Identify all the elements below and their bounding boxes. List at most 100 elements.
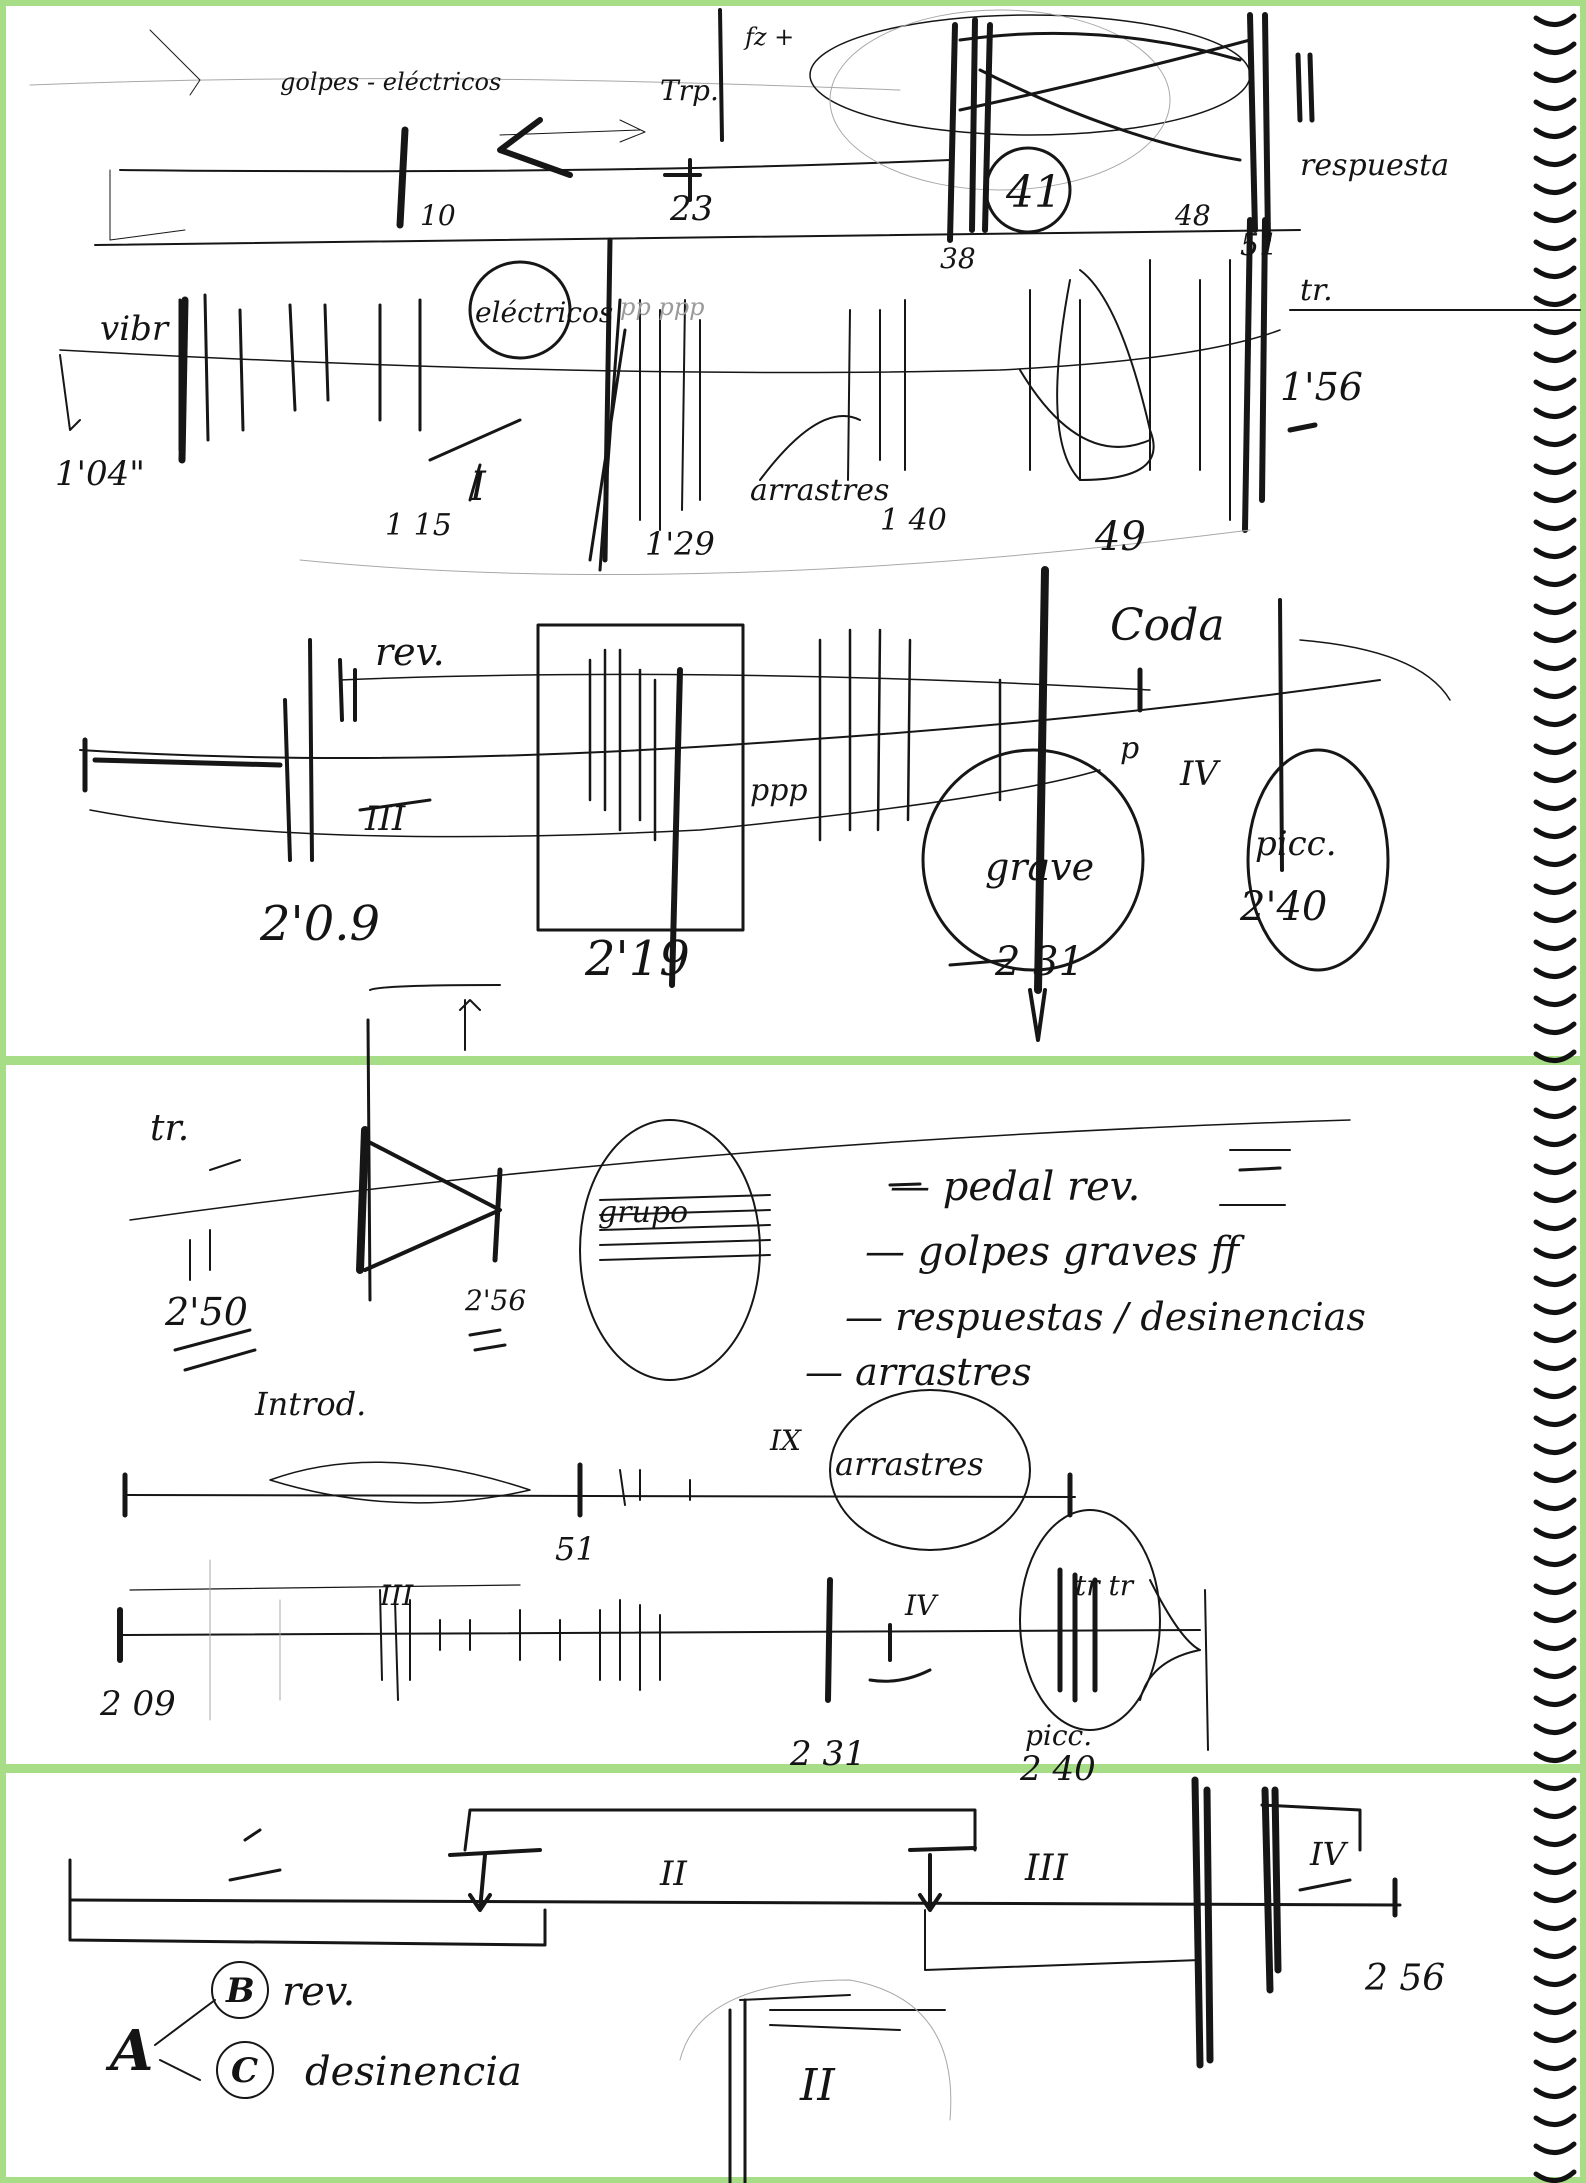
text-tr: tr.: [1300, 273, 1333, 308]
hairpin-mark: [497, 117, 573, 178]
text-respuesta: respuesta: [1300, 148, 1449, 183]
attack-mark: [588, 648, 657, 842]
text-desinencia: desinencia: [305, 2049, 522, 2095]
binding-hook: [1533, 97, 1577, 111]
timeline-stroke: [59, 329, 1281, 374]
tie-mark: [173, 1328, 257, 1372]
text-t156: 1'56: [1280, 365, 1363, 409]
barline-mark: [1295, 52, 1315, 123]
binding-hook: [1533, 461, 1577, 475]
text-grupo: grupo: [598, 1195, 688, 1230]
barline-mark: [356, 1126, 369, 1274]
binding-hook: [1533, 573, 1577, 587]
frame-bracket: [68, 1858, 547, 1947]
section-mark: [228, 1828, 282, 1882]
spiral-binding: [1533, 13, 1577, 2183]
text-electricos: eléctricos: [475, 296, 613, 329]
binding-hook: [1533, 1441, 1577, 1455]
binding-hook: [1533, 853, 1577, 867]
text-arrastres: arrastres: [835, 1445, 984, 1483]
text-t256: 2 56: [1364, 1958, 1445, 1999]
panel-frame-3: [0, 1767, 1586, 2183]
binding-hook: [1533, 1329, 1577, 1343]
binding-hook: [1533, 1497, 1577, 1511]
text-arrastres: arrastres: [750, 473, 889, 508]
timeline-stroke: [79, 679, 1381, 759]
binding-hook: [1533, 1357, 1577, 1371]
timeline-stroke: [119, 159, 951, 173]
text-tr-pair: tr tr: [1075, 1569, 1135, 1602]
text-t209: 2'0.9: [259, 896, 380, 952]
text-letter-c: C: [231, 2051, 258, 2091]
binding-hook: [1533, 1385, 1577, 1399]
tie-mark: [948, 958, 1012, 967]
timeline-stroke: [299, 529, 1251, 576]
timeline-stroke: [129, 1119, 1351, 1221]
timeline-stroke: [129, 1584, 521, 1591]
binding-hook: [1533, 1133, 1577, 1147]
arrow-mark: [1028, 988, 1047, 1042]
circled-tremolo: [1019, 1509, 1161, 1731]
text-n10: 10: [420, 199, 456, 232]
text-section-III: III: [1024, 1848, 1068, 1889]
frame-bracket: [463, 1808, 977, 1852]
text-grave: grave: [985, 845, 1094, 889]
text-t240: 2 40: [1019, 1749, 1096, 1789]
barline-mark: [82, 737, 283, 793]
binding-hook: [1533, 825, 1577, 839]
circled-electricos: [468, 260, 572, 360]
arrow-mark: [59, 354, 81, 431]
binding-hook: [1533, 769, 1577, 783]
binding-hook: [1533, 601, 1577, 615]
frame-bracket: [924, 1909, 1201, 1971]
text-t250: 2'50: [164, 1290, 248, 1334]
box-region: [536, 623, 745, 932]
section-mark: [428, 418, 522, 502]
barline-mark: [947, 12, 1271, 243]
text-trp-top: Trp.: [660, 74, 719, 107]
attack-mark: [209, 1559, 281, 1721]
circled-arrastres: [829, 1389, 1031, 1551]
text-section-IX: IX: [769, 1424, 802, 1457]
timeline-stroke: [109, 169, 186, 241]
squiggle-mark: [588, 298, 627, 572]
attack-mark: [619, 1469, 691, 1506]
text-p: p: [1120, 731, 1139, 766]
binding-hook: [1533, 1833, 1577, 1847]
binding-hook: [1533, 1217, 1577, 1231]
circled-letter-b: [211, 1961, 269, 2019]
text-section-II: II: [659, 1854, 687, 1894]
binding-hook: [1533, 1581, 1577, 1595]
binding-hook: [1533, 1469, 1577, 1483]
binding-hook: [1533, 881, 1577, 895]
text-list-1: — pedal rev.: [890, 1164, 1140, 1210]
binding-hook: [1533, 517, 1577, 531]
timeline-stroke: [29, 78, 901, 91]
text-letter-b: B: [225, 1971, 255, 2011]
barline-mark: [1057, 1567, 1098, 1703]
staff-lines: [739, 1994, 946, 2031]
text-list-4: — arrastres: [805, 1350, 1032, 1394]
binding-hook: [1533, 2113, 1577, 2127]
text-t231: 2 31: [994, 939, 1084, 985]
text-n38: 38: [940, 242, 976, 275]
circled-grave: [921, 748, 1145, 972]
text-vibr: vibr: [100, 309, 170, 349]
barline-mark: [718, 8, 724, 142]
barline-mark: [1261, 1786, 1282, 1994]
barline-mark: [178, 296, 189, 464]
panel-3-sketch: [68, 1776, 1402, 2183]
binding-hook: [1533, 13, 1577, 27]
cluster-outline: [269, 1461, 531, 1504]
binding-hook: [1533, 293, 1577, 307]
barline-mark: [669, 667, 683, 988]
binding-hook: [1533, 797, 1577, 811]
binding-hook: [1533, 2029, 1577, 2043]
binding-hook: [1533, 1525, 1577, 1539]
binding-hook: [1533, 685, 1577, 699]
binding-hook: [1533, 1917, 1577, 1931]
hairpin-mark: [363, 1138, 502, 1272]
text-t240: 2'40: [1239, 884, 1327, 930]
binding-hook: [1533, 237, 1577, 251]
